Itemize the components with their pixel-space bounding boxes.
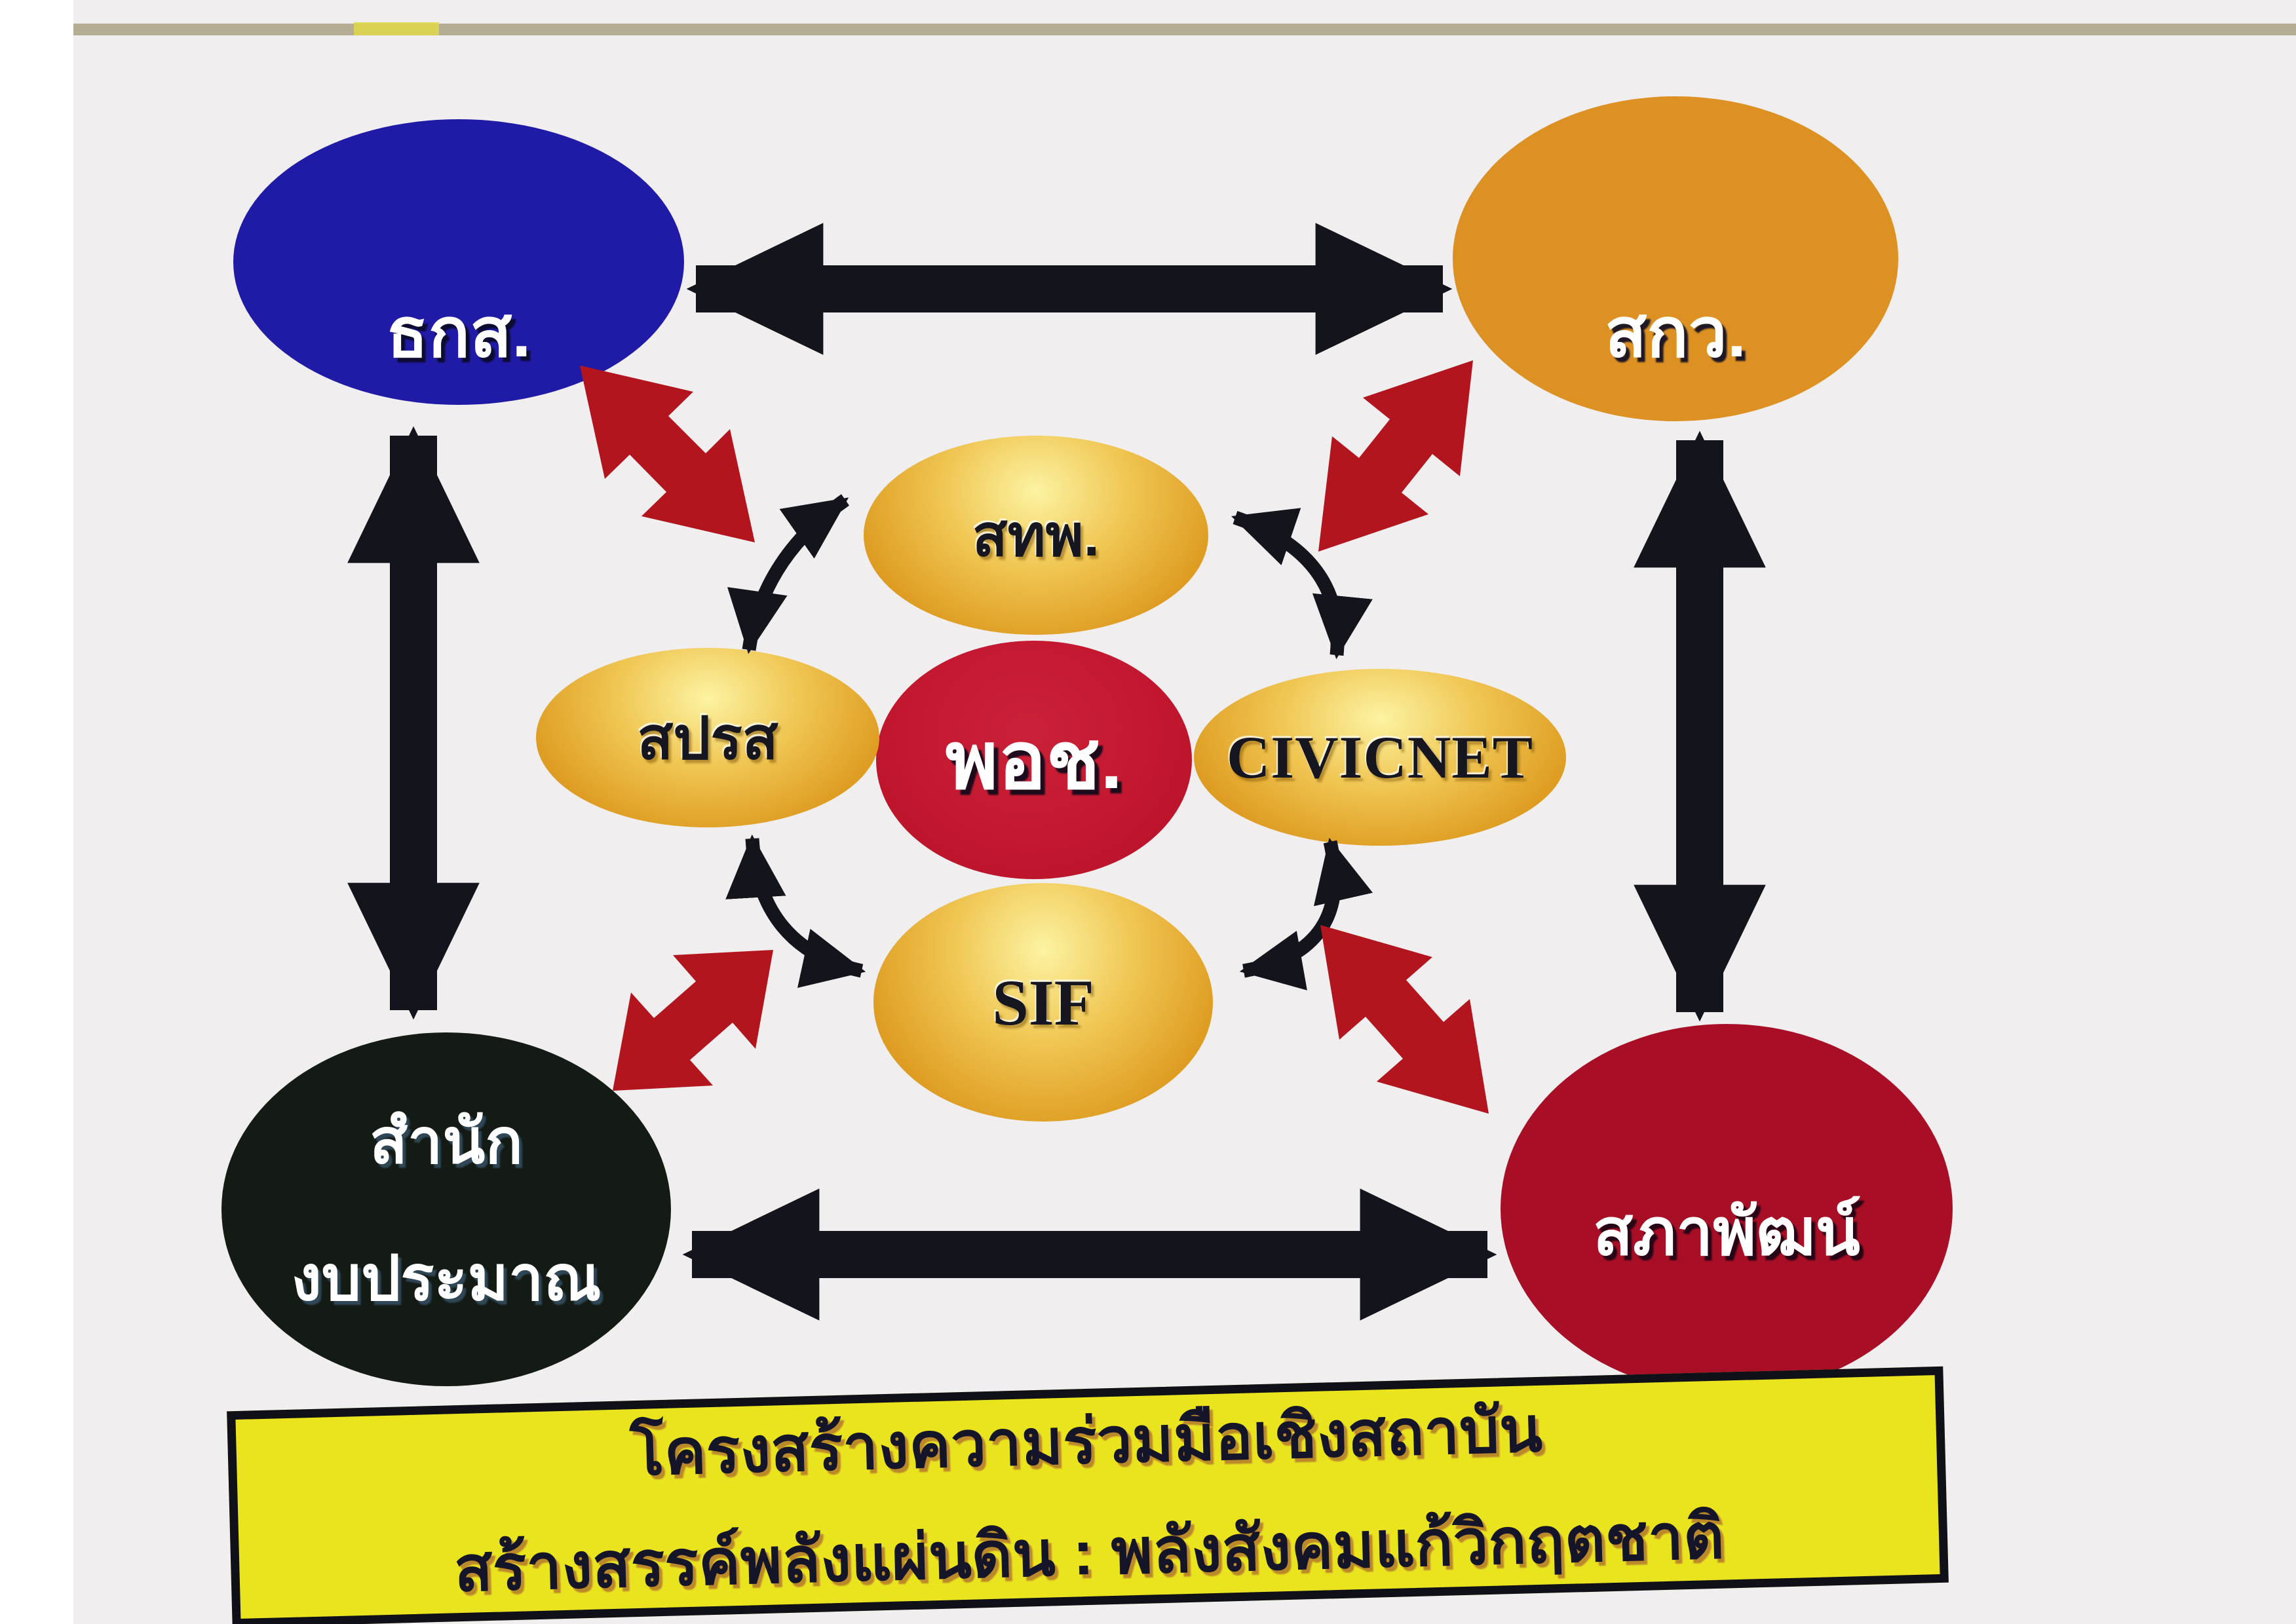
node-civicnet: CIVICNET [1194,669,1566,846]
node-budget-bureau: สำนัก งบประมาณ [221,1032,671,1386]
node-porchor-label: พอช. [945,716,1123,805]
caption-box: โครงสร้างความร่วมมือเชิงสถาบัน สร้างสรรค… [227,1366,1949,1624]
node-tgs: ธกส. [233,119,684,405]
node-skw: สกว. [1453,96,1898,421]
caption-line-1: โครงสร้างความร่วมมือเชิงสถาบัน [629,1394,1544,1489]
node-sapapat-label: สภาพัฒน์ [1593,1195,1860,1269]
caption-line-2: สร้างสรรค์พลังแผ่นดิน : พลังสังคมแก้วิกฤ… [453,1501,1725,1605]
scan-top-strip [73,24,2296,35]
node-budget-label-line1: สำนัก [370,1107,523,1177]
node-civicnet-label: CIVICNET [1226,724,1534,791]
scan-left-margin [0,0,73,1624]
node-sprs-label: สปรส [637,706,778,772]
node-tgs-label: ธกส. [386,295,531,371]
scan-top-strip-highlight [354,22,439,35]
node-budget-label-line2: งบประมาณ [291,1244,602,1313]
red-arrow-skw-cluster [1318,360,1473,552]
node-sif: SIF [873,883,1213,1122]
arrow-stp-civicnet [1231,508,1373,660]
red-arrow-tgs-cluster [580,366,755,542]
node-sprs: สปรส [536,648,879,827]
node-stp-label: สทพ. [972,503,1100,568]
arrow-sprs-stp [727,494,850,654]
arrow-sprs-sif [725,834,866,988]
arrow-civicnet-sif [1239,837,1373,991]
red-arrow-sapapat-cluster [1320,925,1489,1114]
node-sif-label: SIF [992,966,1094,1039]
node-porchor-hub: พอช. [876,641,1192,879]
node-stp: สทพ. [864,436,1208,635]
node-skw-label: สกว. [1605,295,1746,371]
node-sapapat: สภาพัฒน์ [1501,1024,1953,1393]
red-arrow-budget-cluster [613,950,773,1091]
